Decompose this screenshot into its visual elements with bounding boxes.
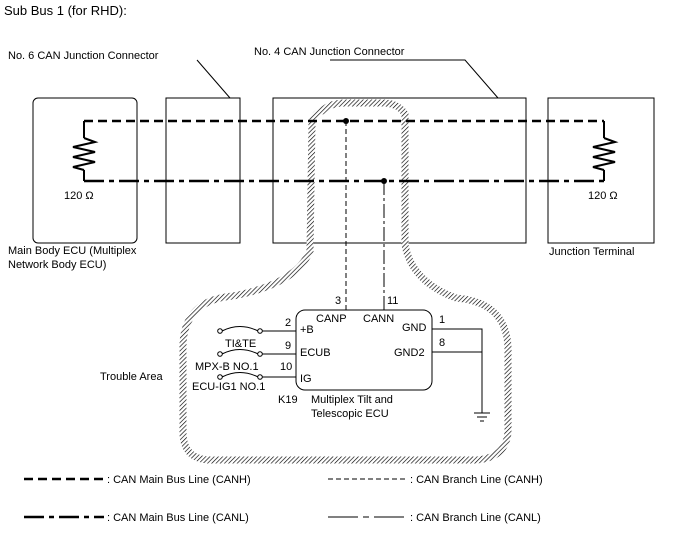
no6-junction-connector-box: [165, 97, 241, 244]
junction-terminal-resistor: [592, 121, 619, 181]
no4-callout-leader: [330, 59, 499, 99]
mpx-b-fuse: [217, 349, 296, 357]
pin-ecub-number: 9: [285, 340, 291, 352]
main-body-ecu-resistance: 120 Ω: [64, 190, 94, 202]
pin-gnd2-number: 8: [439, 337, 445, 349]
main-body-ecu-box: [32, 97, 138, 244]
no4-junction-connector-box: [272, 97, 527, 244]
main-body-ecu-resistor: [72, 121, 99, 181]
pin-canp-label: CANP: [316, 313, 347, 325]
pin-cann-number: 11: [387, 295, 398, 307]
ground-wiring: [432, 328, 483, 413]
junction-terminal-box: [547, 97, 655, 244]
no6-connector-label: No. 6 CAN Junction Connector: [8, 50, 159, 62]
multiplex-tilt-telescopic-ecu-box: [295, 309, 433, 391]
ecu-connector-code: K19: [278, 394, 298, 406]
pin-gnd-label: GND: [402, 322, 427, 334]
ecu-ig1-fuse-label: ECU-IG1 NO.1: [192, 381, 265, 393]
legend-main-canl-label: : CAN Main Bus Line (CANL): [107, 512, 249, 524]
ti-te-fuse: [217, 326, 296, 334]
pin-b-number: 2: [285, 317, 291, 329]
pin-ig-number: 10: [280, 361, 292, 373]
junction-terminal-label: Junction Terminal: [549, 246, 634, 258]
legend-branch-canl-label: : CAN Branch Line (CANL): [410, 512, 541, 524]
pin-ig-label: IG: [300, 373, 312, 385]
trouble-area-label: Trouble Area: [100, 371, 163, 383]
main-body-ecu-label-2: Network Body ECU): [8, 259, 106, 271]
pin-canp-number: 3: [335, 295, 341, 307]
no6-callout-leader: [196, 59, 231, 99]
no4-connector-label: No. 4 CAN Junction Connector: [254, 46, 405, 58]
diagram-title: Sub Bus 1 (for RHD):: [4, 3, 127, 18]
trouble-area-outline: [179, 99, 512, 464]
ti-te-fuse-label: TI&TE: [225, 338, 256, 350]
ecu-ig1-fuse: [217, 372, 296, 380]
ecu-name-line-2: Telescopic ECU: [311, 408, 389, 420]
ground-icon: [474, 412, 490, 422]
legend-main-canh-label: : CAN Main Bus Line (CANH): [107, 474, 251, 486]
mpx-b-fuse-label: MPX-B NO.1: [195, 361, 259, 373]
legend-branch-canh-label: : CAN Branch Line (CANH): [410, 474, 543, 486]
pin-b-label: +B: [300, 324, 314, 336]
pin-cann-label: CANN: [363, 313, 394, 325]
junction-terminal-resistance: 120 Ω: [588, 190, 618, 202]
main-body-ecu-label-1: Main Body ECU (Multiplex: [8, 245, 137, 257]
pin-gnd-number: 1: [439, 314, 445, 326]
ecu-name-line-1: Multiplex Tilt and: [311, 394, 393, 406]
pin-ecub-label: ECUB: [300, 347, 331, 359]
pin-gnd2-label: GND2: [394, 347, 425, 359]
